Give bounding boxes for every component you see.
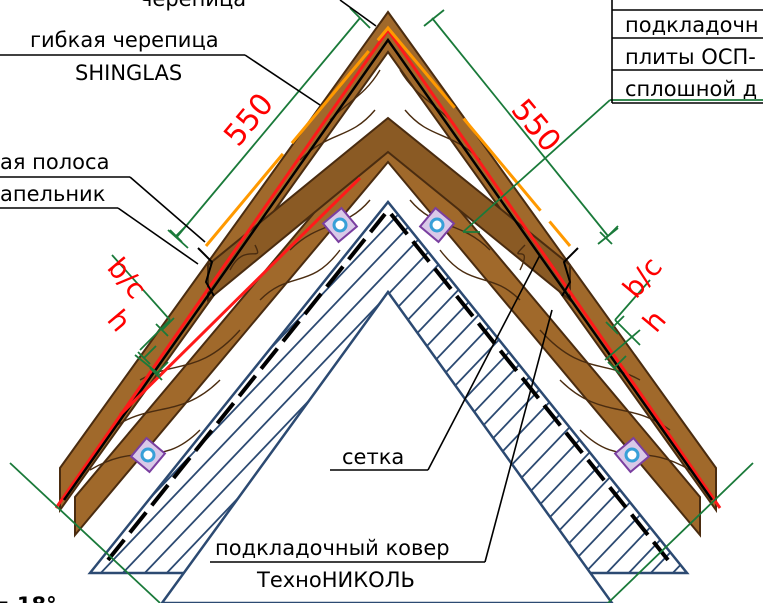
- drip-edge-right: [561, 247, 579, 297]
- ridge-inner-void: [160, 289, 614, 603]
- label-right-row3: сплошной д: [625, 77, 757, 101]
- hatch-line: [539, 202, 687, 573]
- lower-batten: [74, 123, 701, 538]
- hatch-line: [517, 202, 687, 573]
- shingle-underlay-line: [62, 37, 714, 501]
- label-strip: ая полоса: [0, 150, 109, 174]
- label-grid: сетка: [342, 445, 404, 469]
- label-underlay-line1: подкладочный ковер: [215, 536, 450, 560]
- hatch-line: [90, 202, 105, 573]
- screw-icon: [418, 206, 456, 244]
- label-drip: апельник: [0, 182, 105, 206]
- hatch-line: [716, 200, 763, 603]
- hatch-line: [583, 202, 687, 573]
- leader-lines: [0, 0, 763, 563]
- fasteners: [129, 206, 651, 474]
- label-right-row2: плиты ОСП-: [625, 45, 756, 69]
- label-angle: = 18°: [0, 593, 57, 603]
- hatch-line: [0, 200, 16, 603]
- lower-shingle-line: [118, 176, 362, 417]
- hatch-line: [0, 200, 82, 603]
- label-top-cut: черепица: [140, 0, 246, 11]
- hatch-line: [738, 200, 763, 603]
- hatch-line: [0, 200, 38, 603]
- dim-right-length: 550: [504, 93, 568, 159]
- osb-deck: [59, 10, 717, 514]
- drip-edge-left: [197, 247, 215, 297]
- screw-icon: [129, 436, 167, 474]
- dim-left-bc: b/c: [101, 251, 154, 305]
- right-membrane-line: [389, 212, 670, 562]
- dimension-lines: [9, 7, 763, 603]
- label-right-row1: подкладочн: [625, 13, 759, 37]
- dim-left-length: 550: [217, 87, 281, 153]
- label-shingle-line1: гибкая черепица: [30, 28, 219, 52]
- ridge-board: [207, 116, 571, 303]
- left-membrane-line: [106, 212, 387, 562]
- dim-left-h: h: [101, 303, 138, 338]
- hatch-line: [694, 200, 763, 603]
- hatch-line: [561, 202, 687, 573]
- label-shingle-line2: SHINGLAS: [75, 61, 182, 85]
- hatch-line: [90, 202, 457, 573]
- hatch-line: [90, 202, 479, 573]
- hatch-line: [0, 200, 60, 603]
- label-underlay-line2: ТехноНИКОЛЬ: [256, 568, 415, 592]
- screw-icon: [613, 436, 651, 474]
- dim-right-h: h: [636, 304, 673, 339]
- dim-right-bc: b/c: [616, 251, 669, 305]
- hatch-line: [671, 202, 687, 573]
- board-knots: [229, 244, 526, 271]
- ridge-strip: [204, 25, 572, 247]
- screw-icon: [321, 206, 359, 244]
- roof-layers: [54, 25, 722, 509]
